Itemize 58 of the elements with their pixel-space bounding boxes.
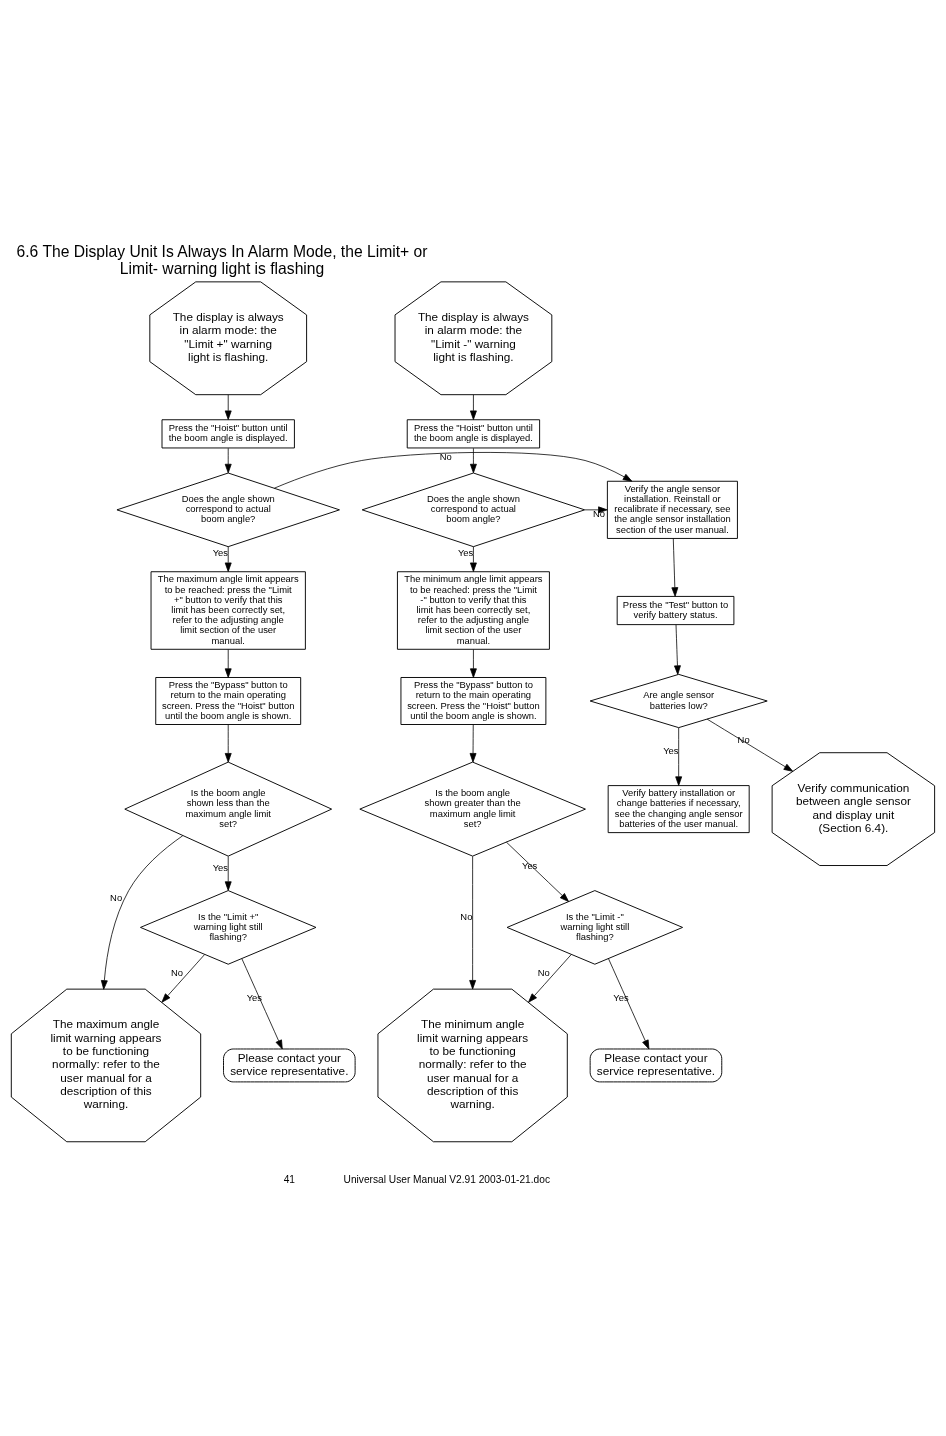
node-diamond: Is the "Limit +" warning light still flashing?	[140, 890, 317, 965]
node-box: Please contact your service representative.	[223, 1048, 356, 1083]
node-diamond: Is the boom angle shown greater than the maximum angle limit set?	[359, 761, 586, 857]
arrow	[273, 452, 633, 489]
node-box: Verify the angle sensor installation. Reinstall or recalibrate if necessary, see the angle sensor installation section of the user manual.	[606, 480, 738, 539]
arrow	[706, 718, 794, 772]
node-box: The minimum angle limit appears to be reached: press the "Limit -" button to verify that this limit has been correctly set, refer to the adjusting angle limit section of the user manual.	[396, 571, 550, 650]
label: 41	[283, 1174, 295, 1186]
arrow	[241, 958, 283, 1050]
arrow	[224, 724, 232, 763]
arrow	[224, 447, 232, 474]
arrow	[224, 394, 232, 420]
arrow	[469, 855, 477, 990]
node-diamond: Is the boom angle shown less than the maximum angle limit set?	[124, 761, 333, 857]
arrow	[224, 546, 232, 572]
arrow	[470, 394, 477, 420]
arrow	[505, 841, 569, 902]
arrow	[224, 649, 232, 678]
arrow	[470, 447, 477, 474]
arrow	[470, 546, 477, 572]
edge-label: Yes	[521, 860, 538, 872]
arrow	[100, 835, 184, 990]
node-box: Press the "Test" button to verify battery status.	[616, 595, 735, 626]
edge-label: No	[537, 966, 550, 978]
arrow	[470, 649, 477, 678]
arrow	[675, 727, 683, 786]
node-box: Press the "Hoist" button until the boom angle is displayed.	[161, 419, 295, 449]
edge-label: Yes	[457, 547, 474, 559]
node-diamond: Are angle sensor batteries low?	[589, 673, 768, 729]
node-diamond: Does the angle shown correspond to actual boom angle?	[116, 472, 340, 548]
edge-label: Yes	[212, 547, 229, 559]
node-box: Press the "Bypass" button to return to the main operating screen. Press the "Hoist" button until the boom angle is shown.	[155, 677, 302, 725]
edge-label: No	[737, 733, 750, 745]
node-diamond: Does the angle shown correspond to actual boom angle?	[361, 472, 586, 548]
edge-label: No	[439, 451, 452, 463]
arrow	[161, 954, 206, 1003]
arrow	[584, 506, 608, 514]
node-box: Press the "Bypass" button to return to the main operating screen. Press the "Hoist" button until the boom angle is shown.	[400, 677, 547, 725]
arrow	[671, 538, 679, 597]
edge-label: No	[593, 508, 606, 520]
arrow	[608, 958, 650, 1050]
edge-label: Yes	[613, 992, 629, 1004]
arrow	[674, 624, 681, 675]
node-box: Please contact your service representative.	[589, 1048, 723, 1083]
arrow	[528, 954, 572, 1003]
node-box: The maximum angle limit appears to be reached: press the "Limit +" button to verify that this limit has been correctly set, refer to the adjusting angle limit section of the user manual.	[150, 571, 306, 650]
arrow	[224, 855, 232, 891]
node-box: Press the "Hoist" button until the boom angle is displayed.	[406, 419, 541, 449]
edge-label: No	[460, 910, 473, 922]
edge-label: No	[110, 891, 123, 903]
edge-label: Yes	[246, 992, 262, 1004]
arrow	[469, 724, 477, 763]
edge-label: Yes	[212, 861, 229, 873]
node-box: Verify battery installation or change batteries if necessary, see the changing angle sensor batteries of the user manual.	[607, 785, 750, 834]
edge-label: No	[171, 966, 184, 978]
label: Universal User Manual V2.91 2003-01-21.doc	[343, 1174, 550, 1186]
diagram-title: 6.6 The Display Unit Is Always In Alarm Mode, the Limit+ or Limit- warning light is flashing	[16, 242, 428, 278]
edge-label: Yes	[663, 745, 679, 757]
